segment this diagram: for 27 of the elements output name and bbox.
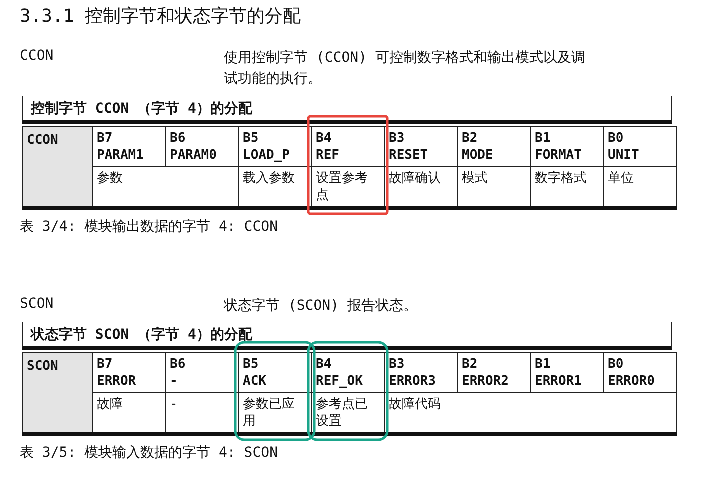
- table-heading: 控制字节 CCON （字节 4）的分配: [22, 96, 672, 124]
- bit-header: B2 ERROR2: [458, 352, 530, 392]
- bit-header: B3 RESET: [384, 126, 458, 166]
- bit-header: B3 ERROR3: [384, 352, 458, 392]
- table-caption: 表 3/4: 模块输出数据的字节 4: CCON: [20, 218, 278, 236]
- row-header: SCON: [22, 352, 92, 434]
- section-heading: 3.3.1 控制字节和状态字节的分配: [20, 5, 302, 28]
- description-text: 状态字节 (SCON) 报告状态。: [224, 297, 418, 316]
- bit-header: B7 PARAM1: [92, 126, 166, 166]
- bit-header: B5 LOAD_P: [238, 126, 312, 166]
- bit-header: B7 ERROR: [92, 352, 166, 392]
- register-name: SCON: [20, 296, 54, 312]
- description-text: 使用控制字节 (CCON) 可控制数字格式和输出模式以及调试功能的执行。: [224, 49, 586, 89]
- bit-header: B1 FORMAT: [530, 126, 604, 166]
- bit-header: B2 MODE: [458, 126, 530, 166]
- bit-header: B4 REF_OK: [312, 352, 384, 392]
- bit-header: B6 PARAM0: [166, 126, 238, 166]
- bit-header: B5 ACK: [238, 352, 312, 392]
- table-caption: 表 3/5: 模块输入数据的字节 4: SCON: [20, 444, 278, 462]
- bit-header: B1 ERROR1: [530, 352, 604, 392]
- bit-header: B0 ERROR0: [604, 352, 676, 392]
- register-name: CCON: [20, 48, 54, 64]
- bit-header: B4 REF: [312, 126, 384, 166]
- bit-header: B6 -: [166, 352, 238, 392]
- table-heading: 状态字节 SCON （字节 4）的分配: [22, 322, 672, 350]
- row-header: CCON: [22, 126, 92, 208]
- bit-header: B0 UNIT: [604, 126, 676, 166]
